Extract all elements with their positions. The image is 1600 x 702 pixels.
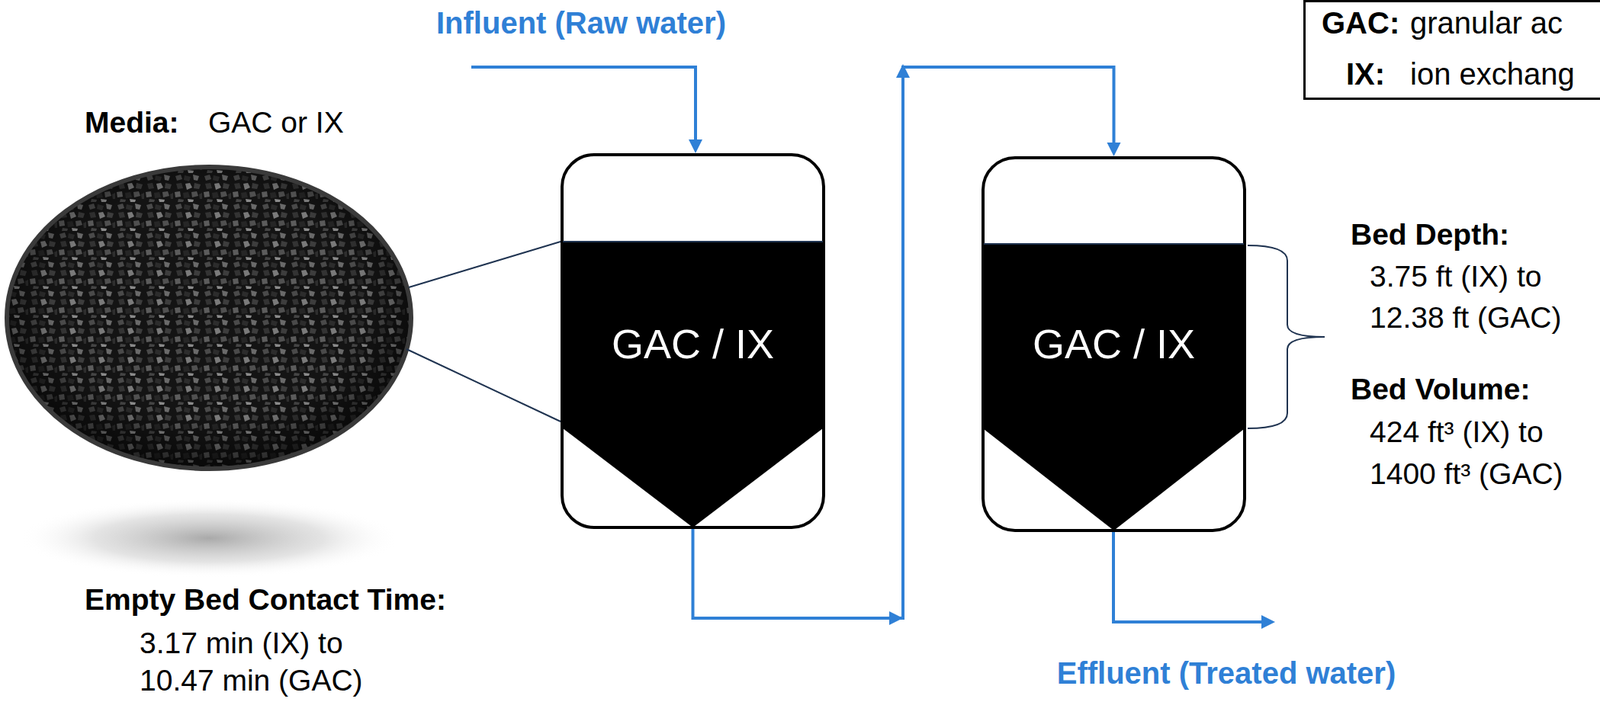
parameter-value: 12.38 ft (GAC) bbox=[1369, 302, 1562, 335]
vessel-shell bbox=[983, 157, 1245, 531]
arrow-head bbox=[1261, 615, 1276, 630]
abbreviation-key: GAC: granular ac IX: ion exchang bbox=[1303, 0, 1600, 100]
vessel-shell bbox=[562, 154, 824, 528]
parameter-heading: Media: bbox=[84, 106, 180, 140]
bed-surface bbox=[983, 243, 1244, 245]
abbreviation: GAC: bbox=[1321, 6, 1400, 40]
parameter-heading: Bed Depth: bbox=[1350, 218, 1510, 252]
parameter-value: 1400 ft³ (GAC) bbox=[1369, 458, 1564, 492]
vessel-label: GAC / IX bbox=[1032, 321, 1196, 367]
abbreviation-meaning: granular ac bbox=[1410, 6, 1563, 40]
parameter-heading: Empty Bed Contact Time: bbox=[84, 584, 447, 617]
influent-pipe bbox=[471, 67, 696, 142]
effluent-pipe bbox=[1113, 531, 1262, 623]
leader-line bbox=[408, 241, 561, 288]
abbreviation: IX: bbox=[1346, 57, 1385, 91]
arrow-head bbox=[889, 611, 903, 626]
media-bed bbox=[983, 244, 1244, 531]
arrow-head bbox=[688, 139, 703, 154]
media-shadow bbox=[18, 498, 400, 579]
vessel-label: GAC / IX bbox=[611, 321, 775, 367]
flow-label: Influent (Raw water) bbox=[436, 6, 727, 40]
treatment-vessel: GAC / IX bbox=[981, 156, 1247, 533]
leader-line bbox=[406, 349, 561, 422]
parameter-value: GAC or IX bbox=[208, 106, 344, 140]
bed-depth-bracket bbox=[1247, 245, 1325, 429]
flow-label: Effluent (Treated water) bbox=[1057, 656, 1397, 691]
parameter-value: 3.17 min (IX) to bbox=[139, 627, 344, 661]
parameter-value: 424 ft³ (IX) to bbox=[1369, 416, 1544, 450]
parameter-heading: Bed Volume: bbox=[1350, 373, 1530, 407]
arrow-head bbox=[1107, 142, 1122, 157]
arrow-head bbox=[896, 64, 910, 78]
parameter-value: 3.75 ft (IX) to bbox=[1369, 260, 1542, 294]
bed-surface bbox=[562, 240, 823, 243]
media-sample bbox=[6, 167, 412, 470]
treatment-vessel: GAC / IX bbox=[560, 153, 826, 530]
media-bed bbox=[562, 241, 823, 528]
abbreviation-meaning: ion exchang bbox=[1410, 57, 1575, 91]
parameter-value: 10.47 min (GAC) bbox=[139, 665, 364, 698]
media-shading bbox=[9, 169, 409, 467]
